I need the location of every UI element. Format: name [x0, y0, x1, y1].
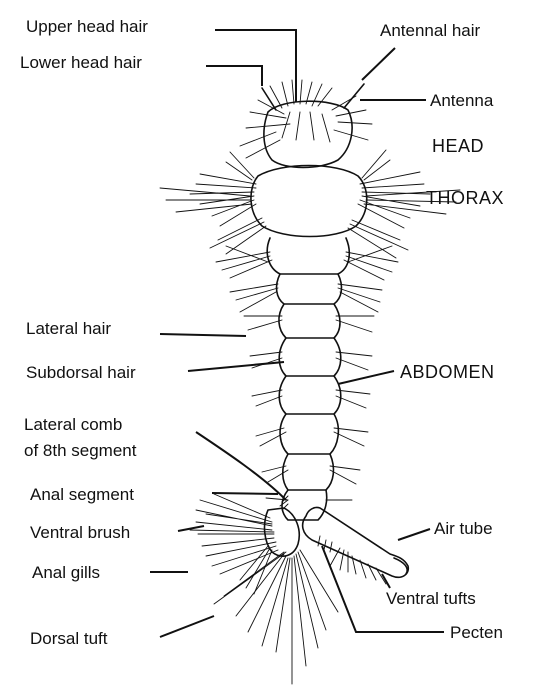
abdominal-segment-8 [282, 490, 327, 520]
leader-ventral-tufts [382, 574, 390, 588]
abdominal-segment-6 [280, 414, 338, 454]
leader-dorsal-tuft [160, 616, 214, 637]
label-antennal-hair: Antennal hair [380, 21, 481, 40]
leader-lateral-hair [160, 334, 246, 336]
dorsal-tuft-hairs [214, 550, 338, 684]
abdominal-segment-5 [279, 376, 341, 414]
label-lateral-comb-line2: of 8th segment [24, 441, 137, 460]
abdominal-segment-7 [283, 454, 334, 490]
anal-gills [240, 546, 272, 594]
leader-subdorsal-hair [188, 362, 284, 371]
label-thorax: THORAX [426, 188, 504, 208]
ventral-brush-hairs [190, 494, 278, 574]
air-tube-tip [394, 558, 407, 574]
leader-abdomen [338, 371, 394, 384]
label-air-tube: Air tube [434, 519, 493, 538]
label-lateral-hair: Lateral hair [26, 319, 111, 338]
label-ventral-tufts: Ventral tufts [386, 589, 476, 608]
leader-anal-segment [212, 493, 278, 494]
thorax-outline [251, 166, 367, 237]
abdominal-hairs-left [216, 246, 288, 500]
head-outline [264, 101, 352, 167]
abdominal-segment-1 [267, 238, 349, 274]
antenna-left [262, 88, 276, 110]
abdominal-segment-3 [279, 304, 340, 338]
head-crown-hairs [240, 80, 372, 158]
leader-air-tube [398, 529, 430, 540]
label-head: HEAD [432, 136, 484, 156]
label-lower-head-hair: Lower head hair [20, 53, 142, 72]
label-abdomen: ABDOMEN [400, 362, 495, 382]
larva-body [251, 84, 408, 577]
label-anal-gills: Anal gills [32, 563, 100, 582]
leader-lateral-comb [196, 432, 286, 500]
air-tube-ventral-tufts [330, 548, 386, 584]
label-anal-segment: Anal segment [30, 485, 134, 504]
leader-lower-head-hair [206, 66, 262, 86]
label-antenna: Antenna [430, 91, 494, 110]
label-lateral-comb-line1: Lateral comb [24, 415, 122, 434]
label-dorsal-tuft: Dorsal tuft [30, 629, 108, 648]
antenna-right [344, 84, 364, 108]
thorax-hairs-left [160, 152, 266, 254]
label-ventral-brush: Ventral brush [30, 523, 130, 542]
abdominal-segment-2 [277, 274, 342, 304]
abdominal-segment-4 [279, 338, 341, 376]
label-subdorsal-hair: Subdorsal hair [26, 363, 136, 382]
label-pecten: Pecten [450, 623, 503, 642]
label-upper-head-hair: Upper head hair [26, 17, 148, 36]
leader-antennal-hair [362, 48, 395, 80]
